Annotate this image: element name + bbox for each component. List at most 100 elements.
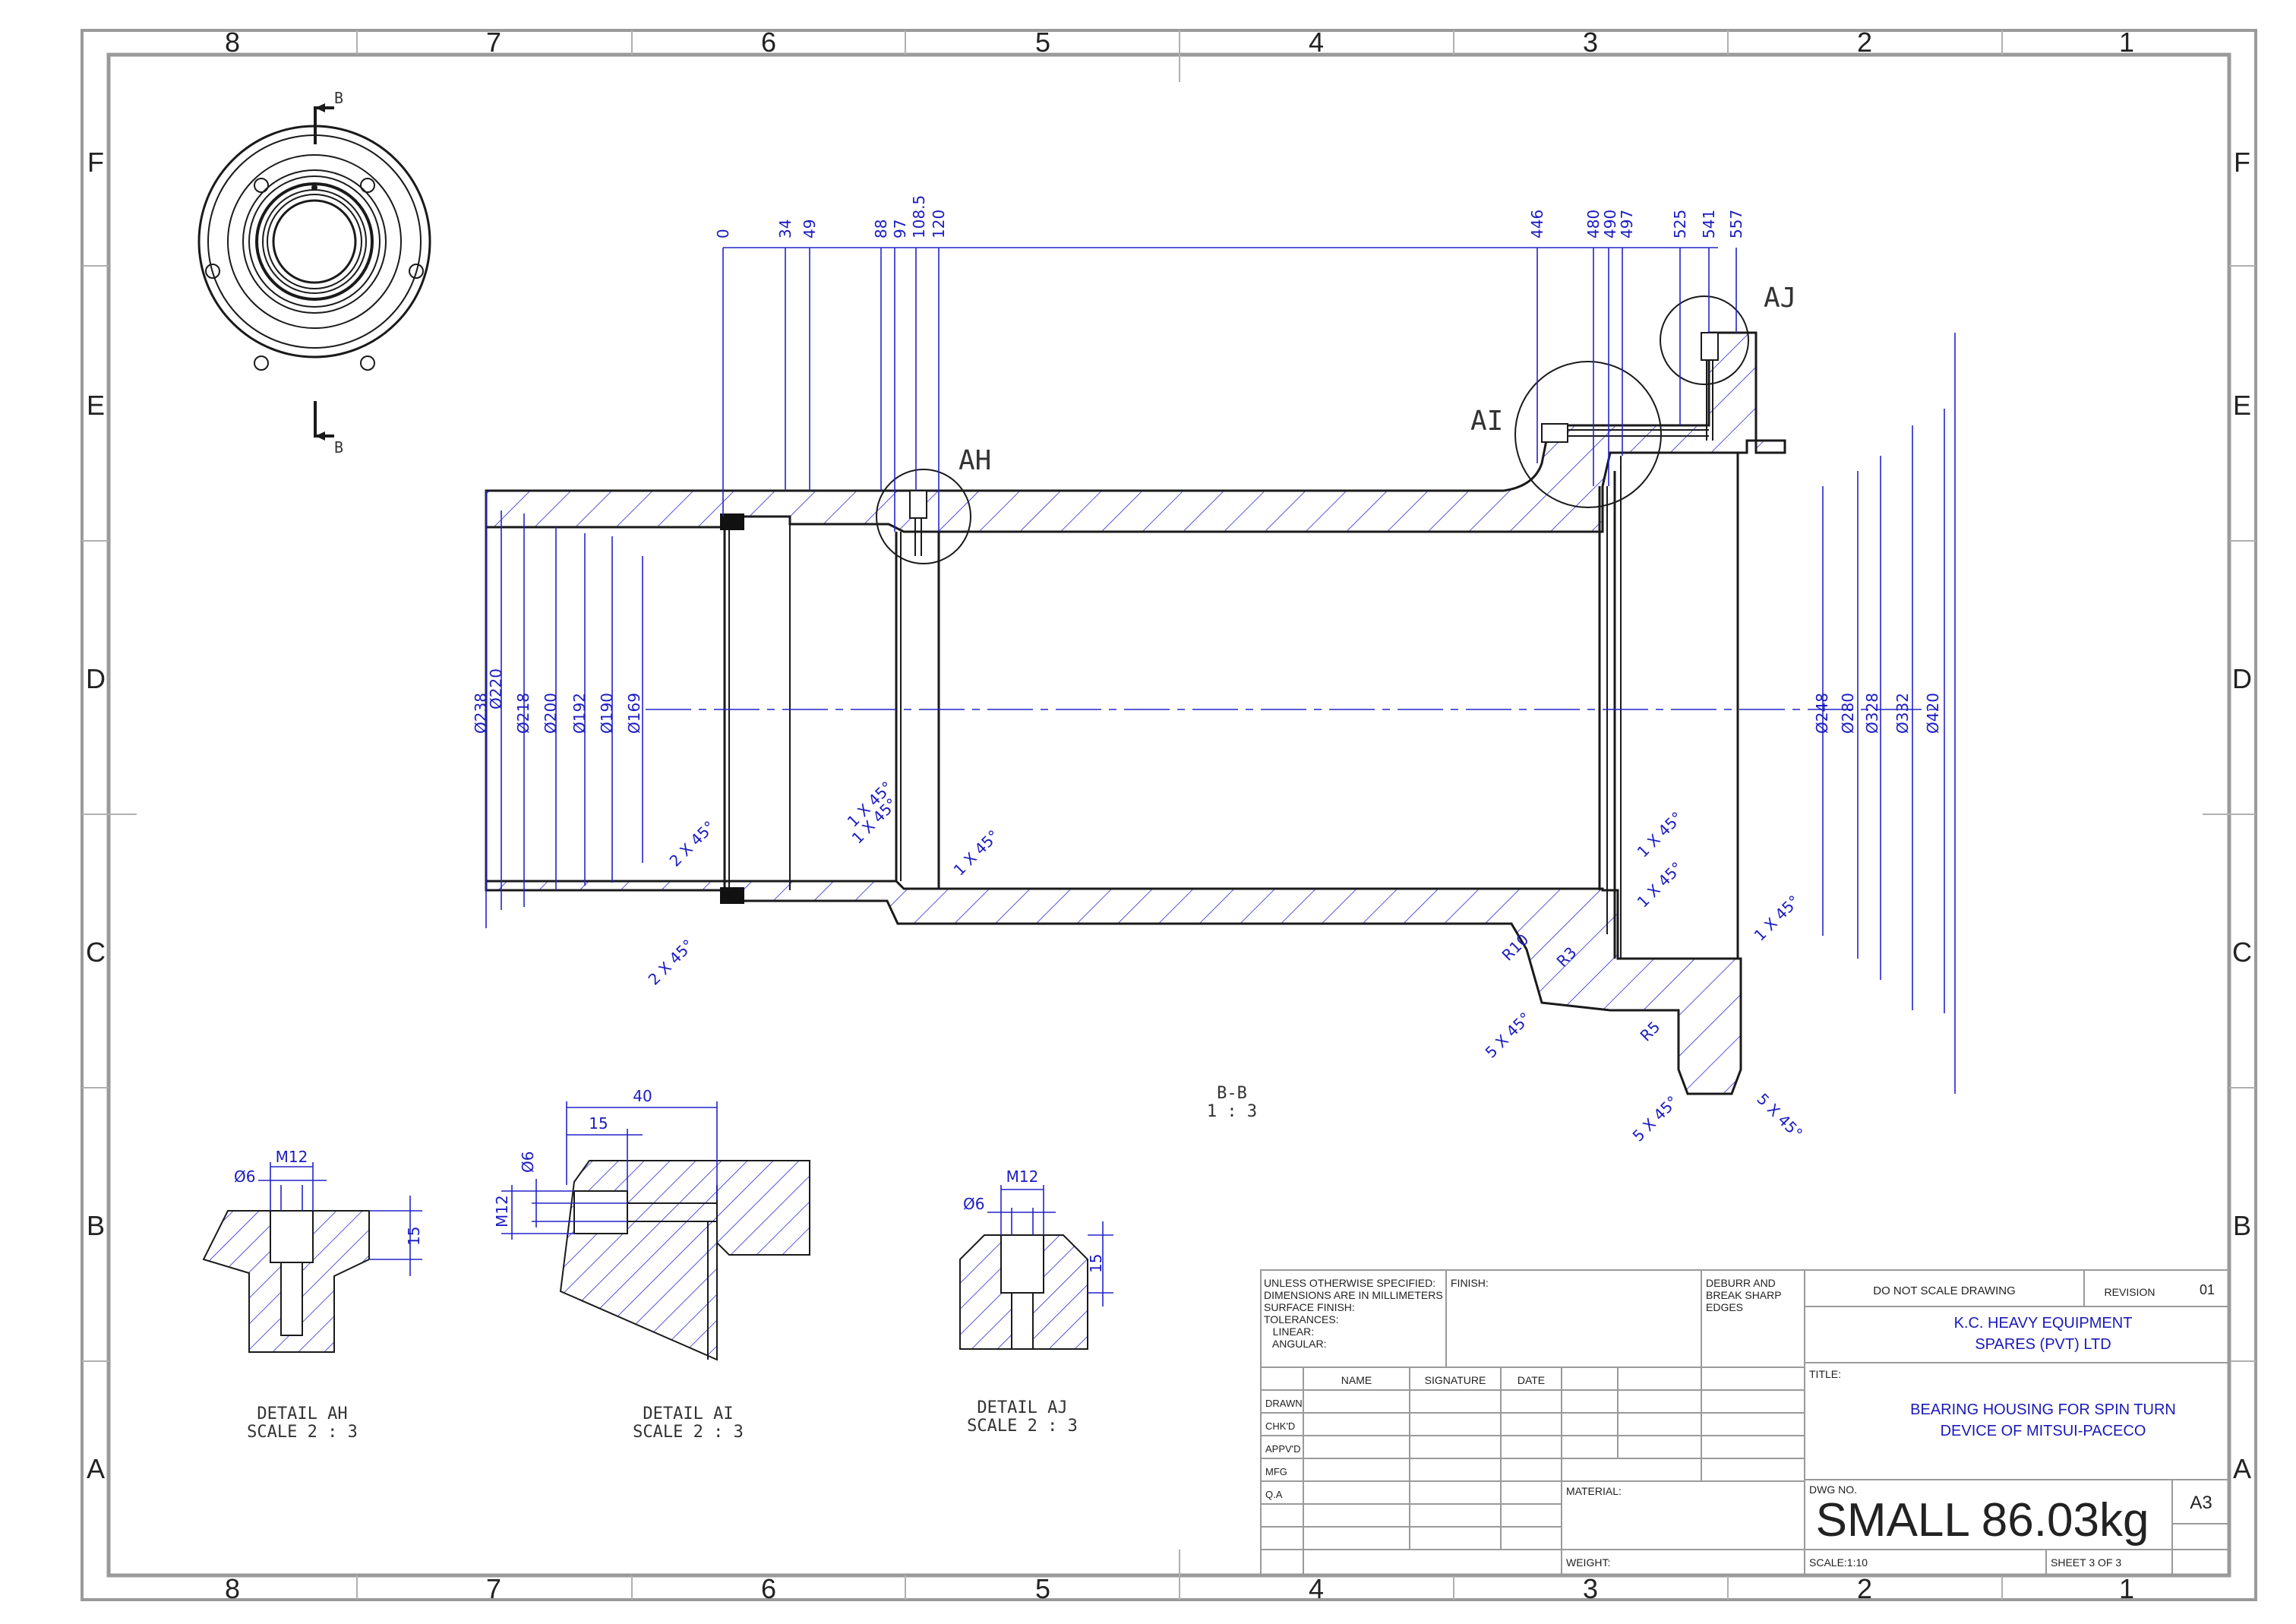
detail-aj-title: DETAIL AJ [977,1398,1067,1417]
chamfer-label-7: 1 X 45° [1634,858,1687,912]
dim-dia-190: Ø190 [598,693,616,734]
dim-dia-169: Ø169 [625,693,643,734]
zone-col-1-top: 1 [2119,27,2134,58]
top-ordinate-dimensions [722,247,1737,532]
tb-note-2: DIMENSIONS ARE IN MILLIMETERS [1264,1289,1443,1301]
tb-role-mfg: MFG [1265,1466,1287,1477]
section-view-scale: 1 : 3 [1207,1102,1257,1121]
zone-row-b-left: B [87,1210,105,1241]
chamfer-label-6: 1 X 45° [1634,808,1687,861]
tb-deburr-1: DEBURR AND [1706,1277,1776,1289]
dim-dia-192: Ø192 [570,693,589,734]
zone-col-8-top: 8 [225,27,240,58]
end-view [197,125,431,371]
sheet-border [81,29,2257,1601]
chamfer-label-5: 1 X 45° [950,826,1003,880]
zone-row-a-left: A [87,1453,105,1484]
chamfer-label-9: 5 X 45° [1482,1009,1535,1062]
tb-note-4: TOLERANCES: [1264,1313,1339,1325]
detail-aj-scale: SCALE 2 : 3 [967,1417,1078,1436]
detail-ah-title: DETAIL AH [257,1404,347,1423]
tb-company-1: K.C. HEAVY EQUIPMENT [1954,1315,2133,1332]
dim-top-88: 88 [872,220,890,239]
zone-col-6-bottom: 6 [761,1573,776,1604]
detail-ai-thread: M12 [493,1195,511,1227]
tb-role-drawn: DRAWN [1265,1398,1303,1409]
zone-col-7-top: 7 [486,27,501,58]
dim-dia-280: Ø280 [1839,693,1857,734]
tb-note-3: SURFACE FINISH: [1264,1301,1355,1313]
tb-title-2: DEVICE OF MITSUI-PACECO [1941,1423,2146,1439]
dim-dia-248: Ø248 [1813,693,1831,734]
radius-label-r5: R5 [1637,1018,1664,1045]
tb-note-5: LINEAR: [1264,1325,1314,1338]
zone-col-1-bottom: 1 [2119,1573,2134,1604]
zone-col-5-bottom: 5 [1035,1573,1050,1604]
tb-material-label: MATERIAL: [1566,1485,1622,1497]
tb-deburr-2: BREAK SHARP [1706,1289,1782,1301]
dim-top-490: 490 [1601,210,1619,239]
tb-role-appvd: APPV'D [1265,1443,1301,1455]
section-letter-top: B [334,89,343,107]
tb-deburr-3: EDGES [1706,1301,1743,1313]
tb-role-chkd: CHK'D [1265,1420,1295,1432]
tb-header-date: DATE [1518,1374,1545,1386]
detail-ai-title: DETAIL AI [643,1404,733,1423]
chamfer-label-8: 1 X 45° [1751,892,1804,945]
zone-row-d-right: D [2232,663,2252,694]
section-view-label: B-B [1217,1084,1247,1103]
dim-top-34: 34 [776,220,794,239]
zone-row-c-right: C [2232,937,2252,968]
zone-row-f-right: F [2234,147,2250,178]
dim-top-446: 446 [1528,210,1546,239]
tb-note-6: ANGULAR: [1264,1338,1326,1350]
zone-row-b-right: B [2233,1210,2251,1241]
zone-row-f-left: F [87,147,104,178]
detail-aj-depth: 15 [1087,1254,1105,1273]
section-view-b-b [485,295,1944,1095]
dim-top-0: 0 [714,229,732,239]
detail-ah-drawing [202,1162,422,1353]
tb-role-qa: Q.A [1265,1489,1283,1500]
tb-scale: SCALE:1:10 [1809,1556,1868,1569]
detail-callout-ah: AH [959,445,991,476]
detail-ah-depth: 15 [405,1227,423,1246]
dim-top-49: 49 [801,220,819,239]
zone-col-4-top: 4 [1309,27,1324,58]
right-diameter-dimensions [1822,333,1956,1094]
left-diameter-dimensions [485,491,643,928]
detail-aj-drawing [959,1185,1113,1350]
detail-ah-thread: M12 [276,1148,308,1166]
zone-col-6-top: 6 [761,27,776,58]
tb-sheet-number: SHEET 3 OF 3 [2051,1556,2121,1569]
tb-dwg-number: SMALL 86.03kg [1816,1494,2149,1547]
zone-col-3-top: 3 [1583,27,1598,58]
tb-dwg-label: DWG NO. [1809,1483,1857,1496]
tb-weight-label: WEIGHT: [1566,1556,1610,1569]
dim-top-480: 480 [1584,210,1603,239]
dim-top-541: 541 [1700,210,1718,239]
tb-header-name: NAME [1341,1374,1372,1386]
dim-top-557: 557 [1727,210,1745,239]
tb-company-2: SPARES (PVT) LTD [1975,1336,2111,1353]
detail-ah-scale: SCALE 2 : 3 [247,1423,358,1442]
tb-revision-value: 01 [2200,1282,2215,1297]
zone-row-e-right: E [2233,390,2251,421]
detail-ai-dia: Ø6 [519,1152,537,1173]
detail-ai-scale: SCALE 2 : 3 [633,1423,744,1442]
chamfer-label-2: 2 X 45° [645,936,698,989]
zone-col-7-bottom: 7 [486,1573,501,1604]
dim-top-108-5: 108.5 [910,195,928,239]
dim-top-497: 497 [1618,210,1636,239]
zone-row-a-right: A [2233,1453,2251,1484]
detail-ai-d1: 40 [633,1087,652,1105]
detail-ah-dia: Ø6 [234,1167,255,1186]
detail-ai-d2: 15 [589,1114,608,1133]
detail-aj-thread: M12 [1006,1167,1039,1186]
zone-col-4-bottom: 4 [1309,1573,1324,1604]
dim-dia-238: Ø238 [472,693,490,734]
tb-revision-label: REVISION [2105,1286,2155,1298]
chamfer-label-11: 5 X 45° [1753,1090,1806,1143]
zone-col-3-bottom: 3 [1583,1573,1598,1604]
